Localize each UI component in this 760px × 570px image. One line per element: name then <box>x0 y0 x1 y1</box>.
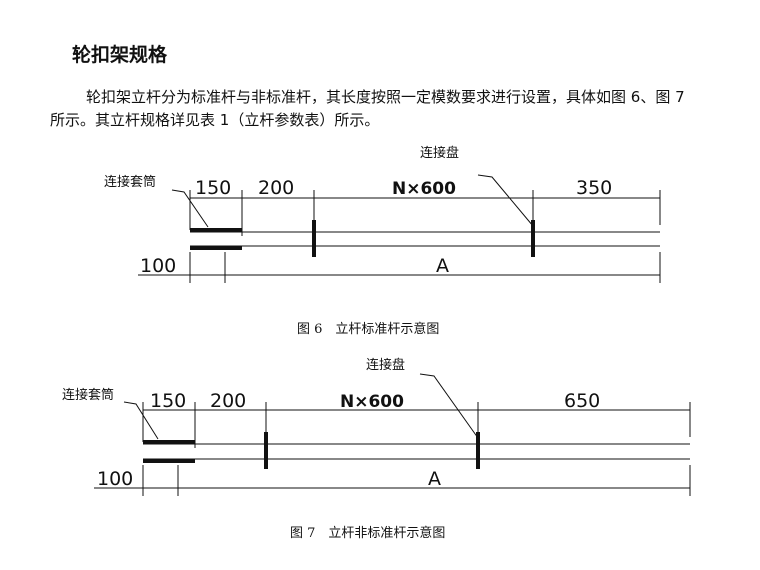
disk-leader-line <box>477 174 534 227</box>
sleeve-leader-line <box>171 189 209 228</box>
sleeve-label: 连接套筒 <box>62 387 114 403</box>
figure-7-diagram: 连接套筒 连接盘 150 200 N×600 650 100 A <box>62 357 691 496</box>
dim-a: A <box>436 255 449 277</box>
dim-150: 150 <box>150 390 186 412</box>
disk-label: 连接盘 <box>366 357 405 373</box>
body-paragraph: 轮扣架立杆分为标准杆与非标准杆，其长度按照一定模数要求进行设置，具体如图 6、图… <box>50 86 700 132</box>
dim-100: 100 <box>140 255 176 277</box>
dim-100: 100 <box>97 468 133 490</box>
dim-n600: N×600 <box>392 179 456 199</box>
dim-end: 350 <box>576 177 612 199</box>
section-heading: 轮扣架规格 <box>72 44 168 66</box>
dim-a: A <box>428 468 441 490</box>
sleeve-leader-line <box>123 401 159 440</box>
disk-leader-line <box>419 373 479 439</box>
dim-150: 150 <box>195 177 231 199</box>
dim-200: 200 <box>210 390 246 412</box>
paragraph-text: 轮扣架立杆分为标准杆与非标准杆，其长度按照一定模数要求进行设置，具体如图 6、图… <box>50 88 685 129</box>
figure-7-caption: 图 7 立杆非标准杆示意图 <box>290 526 446 541</box>
sleeve-label: 连接套筒 <box>104 174 156 190</box>
dim-200: 200 <box>258 177 294 199</box>
dim-n600: N×600 <box>340 392 404 412</box>
disk-label: 连接盘 <box>420 145 459 161</box>
figure-6-diagram: 连接套筒 连接盘 150 200 N×600 350 100 A <box>104 145 661 283</box>
figure-6-caption: 图 6 立杆标准杆示意图 <box>297 322 440 337</box>
dim-end: 650 <box>564 390 600 412</box>
